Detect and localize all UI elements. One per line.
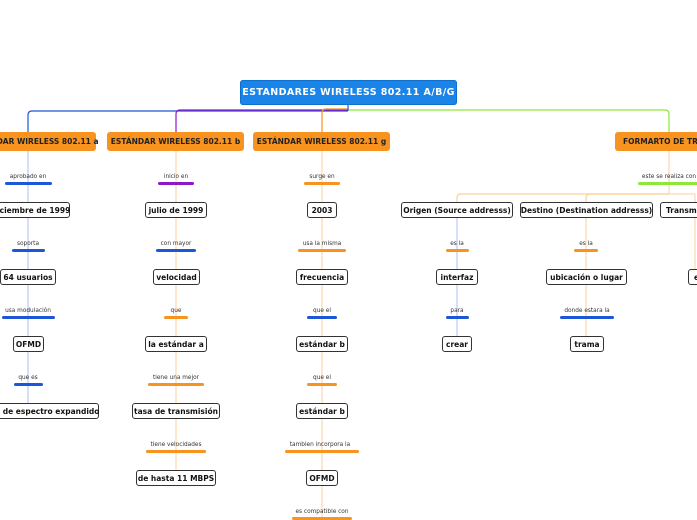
connector-bar [164, 316, 188, 319]
connector-label: con mayor [160, 241, 192, 247]
node-interfaz[interactable]: interfaz [436, 269, 478, 285]
connector-bar [574, 249, 598, 252]
node-estandar-b-2[interactable]: estándar b [296, 403, 348, 419]
link-line [348, 109, 670, 132]
connector-bar [156, 249, 196, 252]
node-diciembre-1999[interactable]: diciembre de 1999 [0, 202, 70, 218]
link-line [585, 193, 669, 202]
link-line [456, 193, 669, 202]
connector-label: que es [18, 375, 38, 381]
node-destino[interactable]: Destino (Destination addresss) [520, 202, 653, 218]
connector-bar [298, 249, 346, 252]
branch-802-11-b[interactable]: ESTÁNDAR WIRELESS 802.11 b [107, 132, 244, 151]
link-line [27, 110, 348, 132]
connector-label: aprobado en [9, 174, 47, 180]
node-tecnica-espectro[interactable]: técnica de espectro expandido [0, 403, 99, 419]
connector-bar [2, 316, 55, 319]
node-trama[interactable]: trama [570, 336, 604, 352]
node-julio-1999[interactable]: julio de 1999 [145, 202, 207, 218]
node-transmisor-child[interactable]: el [688, 269, 697, 285]
connector-bar [446, 316, 469, 319]
connector-label: surge en [309, 174, 335, 180]
connector-label: donde estara la [564, 308, 610, 314]
root-topic[interactable]: ESTANDARES WIRELESS 802.11 A/B/G [240, 80, 457, 105]
connector-bar [307, 316, 337, 319]
node-transmisor[interactable]: Transmisor [660, 202, 697, 218]
connector-bar [14, 383, 43, 386]
connector-bar [158, 182, 194, 185]
node-la-estandar-a[interactable]: la estándar a [145, 336, 207, 352]
node-ubicacion[interactable]: ubicación o lugar [546, 269, 627, 285]
node-crear[interactable]: crear [442, 336, 472, 352]
connector-bar [304, 182, 340, 185]
connector-label: usa modulación [5, 308, 51, 314]
node-ofmd-g[interactable]: OFMD [306, 470, 338, 486]
connector-label: que el [313, 375, 331, 381]
node-origen[interactable]: Origen (Source addresss) [401, 202, 513, 218]
branch-802-11-a[interactable]: ESTÁNDAR WIRELESS 802.11 a [0, 132, 99, 151]
connector-bar [446, 249, 469, 252]
connector-label: es la [579, 241, 593, 247]
connector-label: usa la misma [302, 241, 342, 247]
node-velocidad[interactable]: velocidad [153, 269, 200, 285]
link-line [321, 108, 348, 132]
connector-label: tiene una mejor [152, 375, 200, 381]
node-tasa-transmision[interactable]: tasa de transmisión [132, 403, 220, 419]
node-64-usuarios[interactable]: 64 usuarios [0, 269, 56, 285]
connector-bar [638, 182, 697, 185]
node-estandar-b-1[interactable]: estándar b [296, 336, 348, 352]
connector-label: para [450, 308, 464, 314]
connector-bar [560, 316, 614, 319]
connector-label: inicio en [163, 174, 189, 180]
connector-label: tiene velocidades [150, 442, 202, 448]
connector-bar [12, 249, 45, 252]
branch-802-11-g[interactable]: ESTÁNDAR WIRELESS 802.11 g [253, 132, 390, 151]
connector-bar [285, 450, 359, 453]
connector-label: es la [450, 241, 464, 247]
node-11-mbps[interactable]: de hasta 11 MBPS [136, 470, 216, 486]
node-2003[interactable]: 2003 [307, 202, 337, 218]
connector-label: que [170, 308, 182, 314]
branch-formato-trama[interactable]: FORMARTO DE TRAMA [615, 132, 697, 151]
link-line [175, 109, 348, 132]
connector-bar [307, 383, 337, 386]
connector-label: que el [313, 308, 331, 314]
connector-label: soporta [16, 241, 40, 247]
connector-bar [5, 182, 52, 185]
connector-bar [148, 383, 204, 386]
connector-label: es compatible con [295, 509, 349, 515]
node-ofmd-a[interactable]: OFMD [13, 336, 44, 352]
connector-bar [292, 517, 352, 520]
connector-label: tambien incorpora la [289, 442, 351, 448]
node-frecuencia[interactable]: frecuencia [296, 269, 348, 285]
connector-label: este se realiza con [641, 174, 697, 180]
connector-bar [146, 450, 206, 453]
